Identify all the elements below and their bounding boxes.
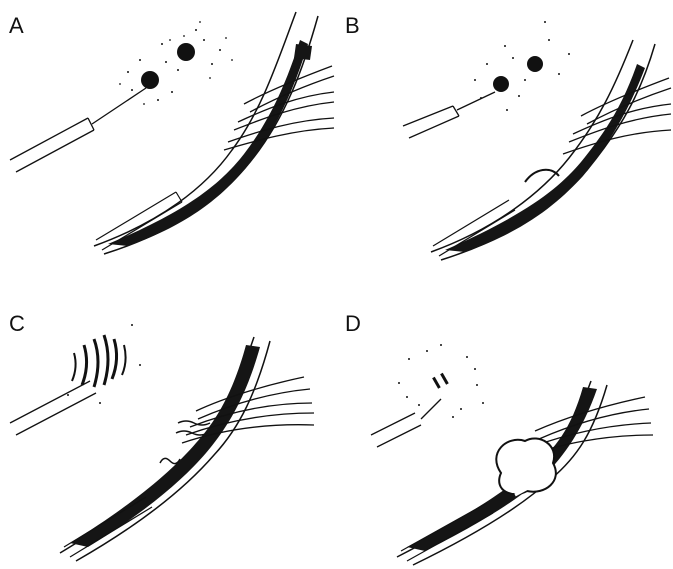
ablation-zone [67, 324, 141, 404]
panel-b-illustration [337, 0, 673, 284]
ablation-zone [127, 29, 221, 101]
probe [403, 92, 495, 138]
panel-d-illustration [337, 285, 673, 569]
panel-c: C [0, 285, 336, 569]
cavitation-bubble [496, 438, 556, 494]
tissue-layers [563, 78, 671, 154]
panel-c-illustration [0, 285, 336, 569]
tissue-dots [119, 21, 233, 105]
probe [371, 399, 441, 447]
lumen-top [294, 44, 312, 60]
panel-a-illustration [0, 0, 336, 284]
probe [10, 88, 146, 172]
panel-b: B [337, 0, 673, 284]
probe [10, 381, 96, 435]
ablation-zone [398, 344, 484, 418]
vessel-lumen [70, 345, 260, 547]
panel-d: D [337, 285, 673, 569]
ablation-zone [474, 21, 570, 111]
tissue-layers [182, 377, 314, 443]
panel-a: A [0, 0, 336, 284]
vessel-lumen [445, 64, 645, 252]
vessel-wall [94, 12, 318, 254]
